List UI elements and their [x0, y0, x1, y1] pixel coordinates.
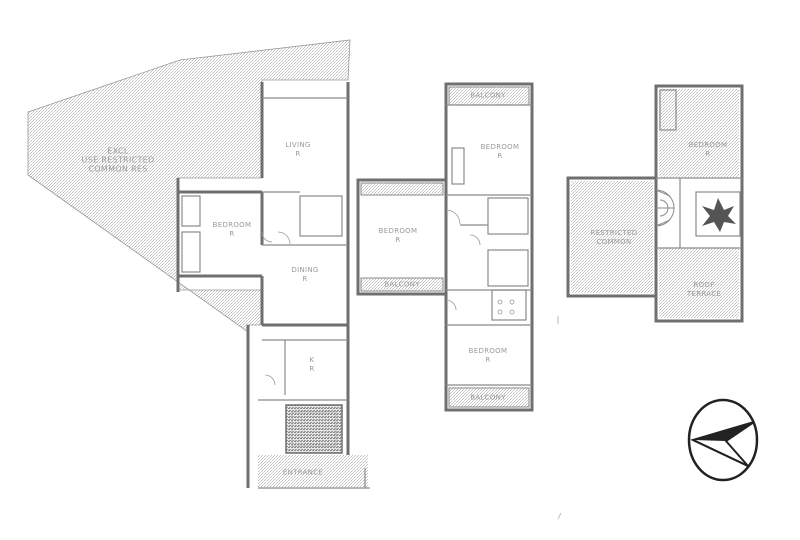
roof-floor — [566, 84, 744, 323]
restricted-garden-area — [27, 39, 351, 333]
roof-room-hatch — [659, 89, 739, 177]
roof-room-label: BEDROOM R — [688, 141, 728, 158]
balcony-bottom-hatch — [448, 387, 530, 408]
first-bedroom-bottom-label: BEDROOM R — [468, 347, 508, 364]
first-balcony-left-label: BALCONY — [384, 280, 420, 289]
first-bedroom-top-label: BEDROOM R — [480, 143, 520, 160]
entrance-label: ENTRANCE — [282, 468, 324, 477]
balcony-left-top-hatch — [360, 182, 444, 196]
roof-storage-label: RESTRICTED COMMON — [590, 229, 638, 246]
first-balcony-top-label: BALCONY — [470, 91, 506, 100]
ground-kitchen-label: K R — [309, 356, 315, 373]
ground-living-label: LIVING R — [285, 141, 311, 158]
garden-label: EXCL USE RESTRICTED COMMON RES — [81, 146, 155, 174]
first-bedroom-left-label: BEDROOM R — [378, 227, 418, 244]
roof-terrace-hatch — [659, 248, 739, 318]
roof-terrace-label: ROOF TERRACE — [686, 281, 722, 298]
balcony-left-bottom-hatch — [360, 277, 444, 292]
ground-floor — [27, 39, 370, 489]
ground-bedroom-label: BEDROOM R — [212, 221, 252, 238]
entrance-hatch — [258, 455, 368, 487]
roof-storage-hatch — [571, 181, 653, 293]
ground-dining-label: DINING R — [291, 266, 319, 283]
bathroom-hatch — [285, 404, 343, 454]
first-floor — [356, 82, 534, 412]
north-arrow-icon — [687, 398, 759, 482]
first-balcony-bottom-label: BALCONY — [470, 393, 506, 402]
